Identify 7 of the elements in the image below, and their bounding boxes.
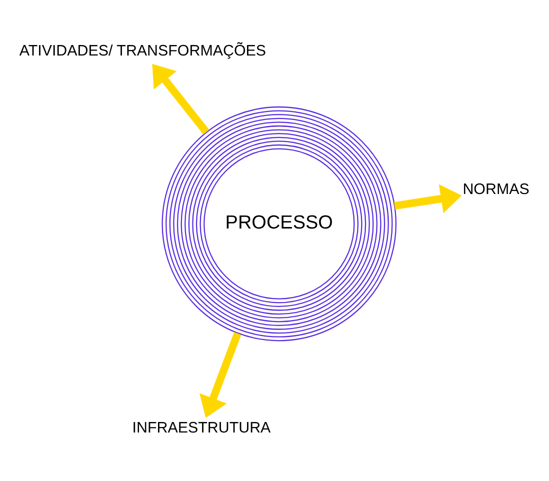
node-text: ATIVIDADES/ TRANSFORMAÇÕES xyxy=(19,42,266,60)
node-text: INFRAESTRUTURA xyxy=(132,420,271,437)
arrow xyxy=(199,332,242,418)
node-text: NORMAS xyxy=(462,180,530,198)
node-circle: PROCESSO xyxy=(162,106,397,342)
arrow xyxy=(394,184,462,214)
arrow xyxy=(152,64,210,134)
